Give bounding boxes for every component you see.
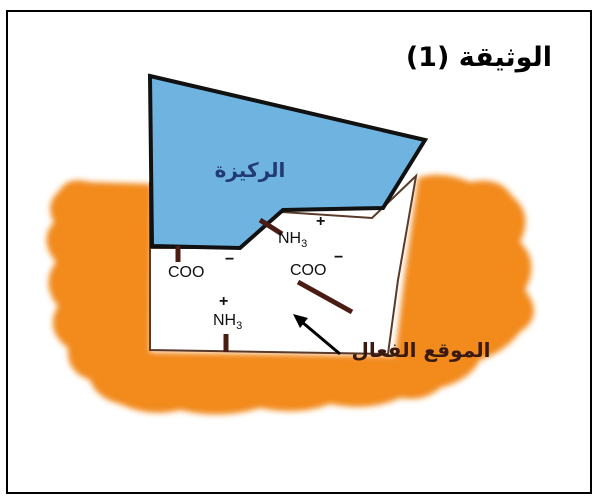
coo-right-label: COO <box>290 262 327 279</box>
bond-coo-right <box>296 279 354 315</box>
nh3-top-label: NH3 <box>278 230 308 251</box>
substrate-shape <box>147 73 429 251</box>
coo-right-charge: − <box>334 249 344 266</box>
enzyme-body <box>46 174 534 415</box>
document-title: الوثيقة (1) <box>405 42 552 73</box>
coo-left-label: COO <box>168 264 205 281</box>
nh3-bottom-charge: + <box>219 293 229 310</box>
active-site-label: الموقع الفعال <box>351 338 491 362</box>
active-site-arrow <box>293 314 341 356</box>
substrate-label: الركيزة <box>214 158 286 182</box>
coo-left-charge: − <box>225 251 235 268</box>
nh3-bottom-label: NH3 <box>213 312 243 333</box>
bond-nh3-top <box>258 217 284 237</box>
nh3-top-charge: + <box>316 213 326 230</box>
